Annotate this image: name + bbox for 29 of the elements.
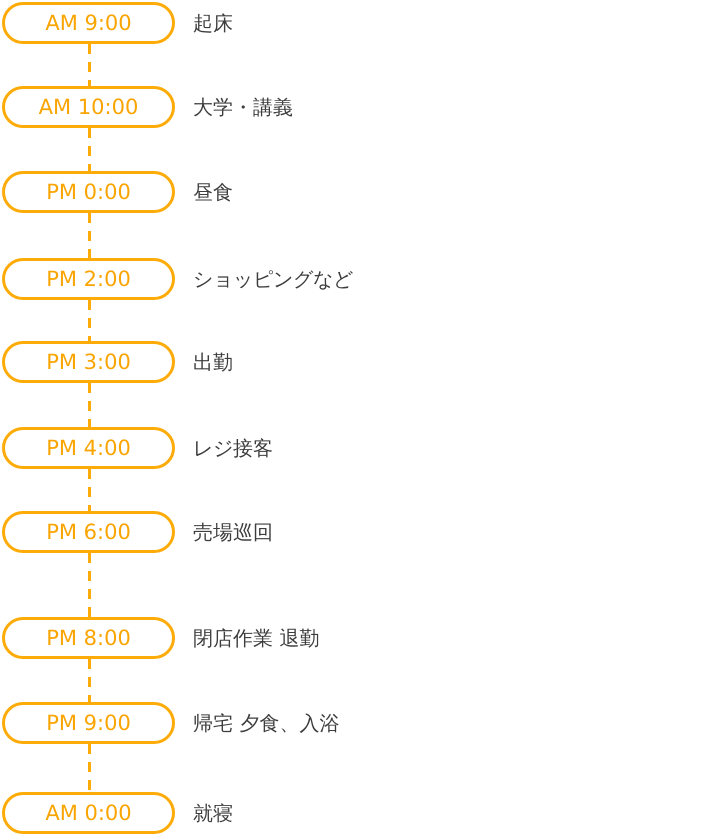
time-pill: PM 6:00 (2, 511, 175, 553)
activity-text: レジ接客 (193, 436, 273, 460)
activity-text: 起床 (193, 11, 233, 35)
activity-text: 昼食 (193, 180, 233, 204)
time-pill: PM 0:00 (2, 171, 175, 213)
activity-text: 大学・講義 (193, 95, 293, 119)
activity-text: 閉店作業 退勤 (193, 626, 320, 650)
time-pill: AM 10:00 (2, 86, 175, 128)
dashed-connector (88, 659, 91, 702)
activity-text: ショッピングなど (193, 267, 353, 291)
dashed-connector (88, 553, 91, 617)
time-pill: PM 4:00 (2, 427, 175, 469)
activity-text: 帰宅 夕食、入浴 (193, 711, 340, 735)
time-pill: PM 8:00 (2, 617, 175, 659)
time-pill: PM 3:00 (2, 341, 175, 383)
dashed-connector (88, 383, 91, 427)
time-pill: PM 9:00 (2, 702, 175, 744)
activity-text: 就寝 (193, 801, 233, 825)
dashed-connector (88, 213, 91, 258)
dashed-connector (88, 744, 91, 792)
time-pill: AM 9:00 (2, 2, 175, 44)
dashed-connector (88, 469, 91, 511)
time-pill: AM 0:00 (2, 792, 175, 834)
dashed-connector (88, 300, 91, 341)
activity-text: 売場巡回 (193, 520, 273, 544)
time-pill: PM 2:00 (2, 258, 175, 300)
activity-text: 出勤 (193, 350, 233, 374)
dashed-connector (88, 128, 91, 171)
dashed-connector (88, 44, 91, 86)
